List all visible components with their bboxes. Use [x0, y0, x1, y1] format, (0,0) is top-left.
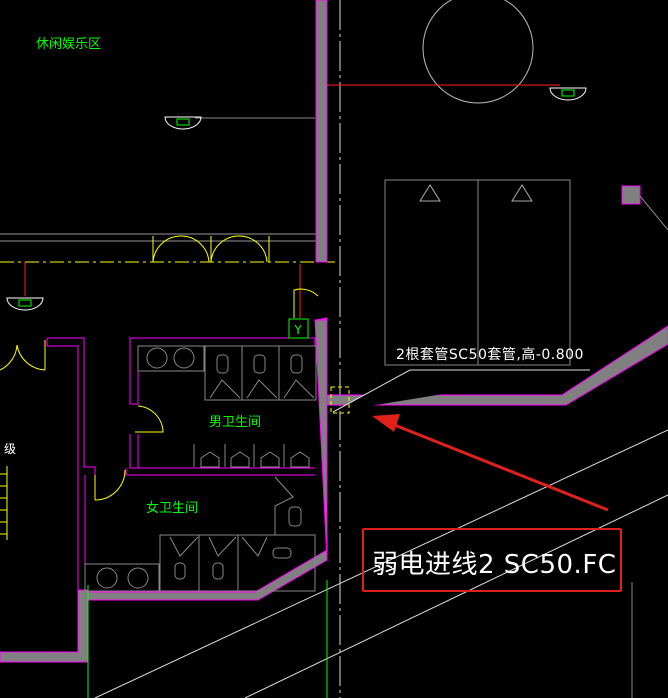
smoke-detector-icon	[6, 87, 587, 311]
room-label-mens: 男卫生间	[209, 415, 262, 430]
callout-text: 弱电进线2 SC50.FC	[372, 550, 617, 580]
stair-label: 级	[4, 442, 17, 456]
callout-box: 弱电进线2 SC50.FC	[362, 528, 622, 592]
column	[621, 185, 641, 205]
cable-lines	[24, 84, 560, 318]
conduit-entry	[330, 386, 350, 414]
red-arrow-icon	[372, 414, 609, 512]
round-fixture	[422, 0, 534, 104]
outlet-box	[288, 318, 309, 339]
partitions	[46, 337, 316, 590]
area-label-leisure: 休闲娱乐区	[36, 37, 102, 52]
conduit-annotation: 2根套管SC50套管,高-0.800	[396, 347, 584, 363]
room-label-womens: 女卫生间	[146, 501, 199, 516]
walls	[0, 0, 668, 663]
svg-text:Y: Y	[293, 323, 302, 337]
equipment-block	[384, 179, 571, 366]
sanitary-fixtures	[84, 345, 317, 592]
doors	[0, 235, 319, 501]
leader-lines	[94, 369, 668, 698]
stairs	[0, 466, 8, 540]
